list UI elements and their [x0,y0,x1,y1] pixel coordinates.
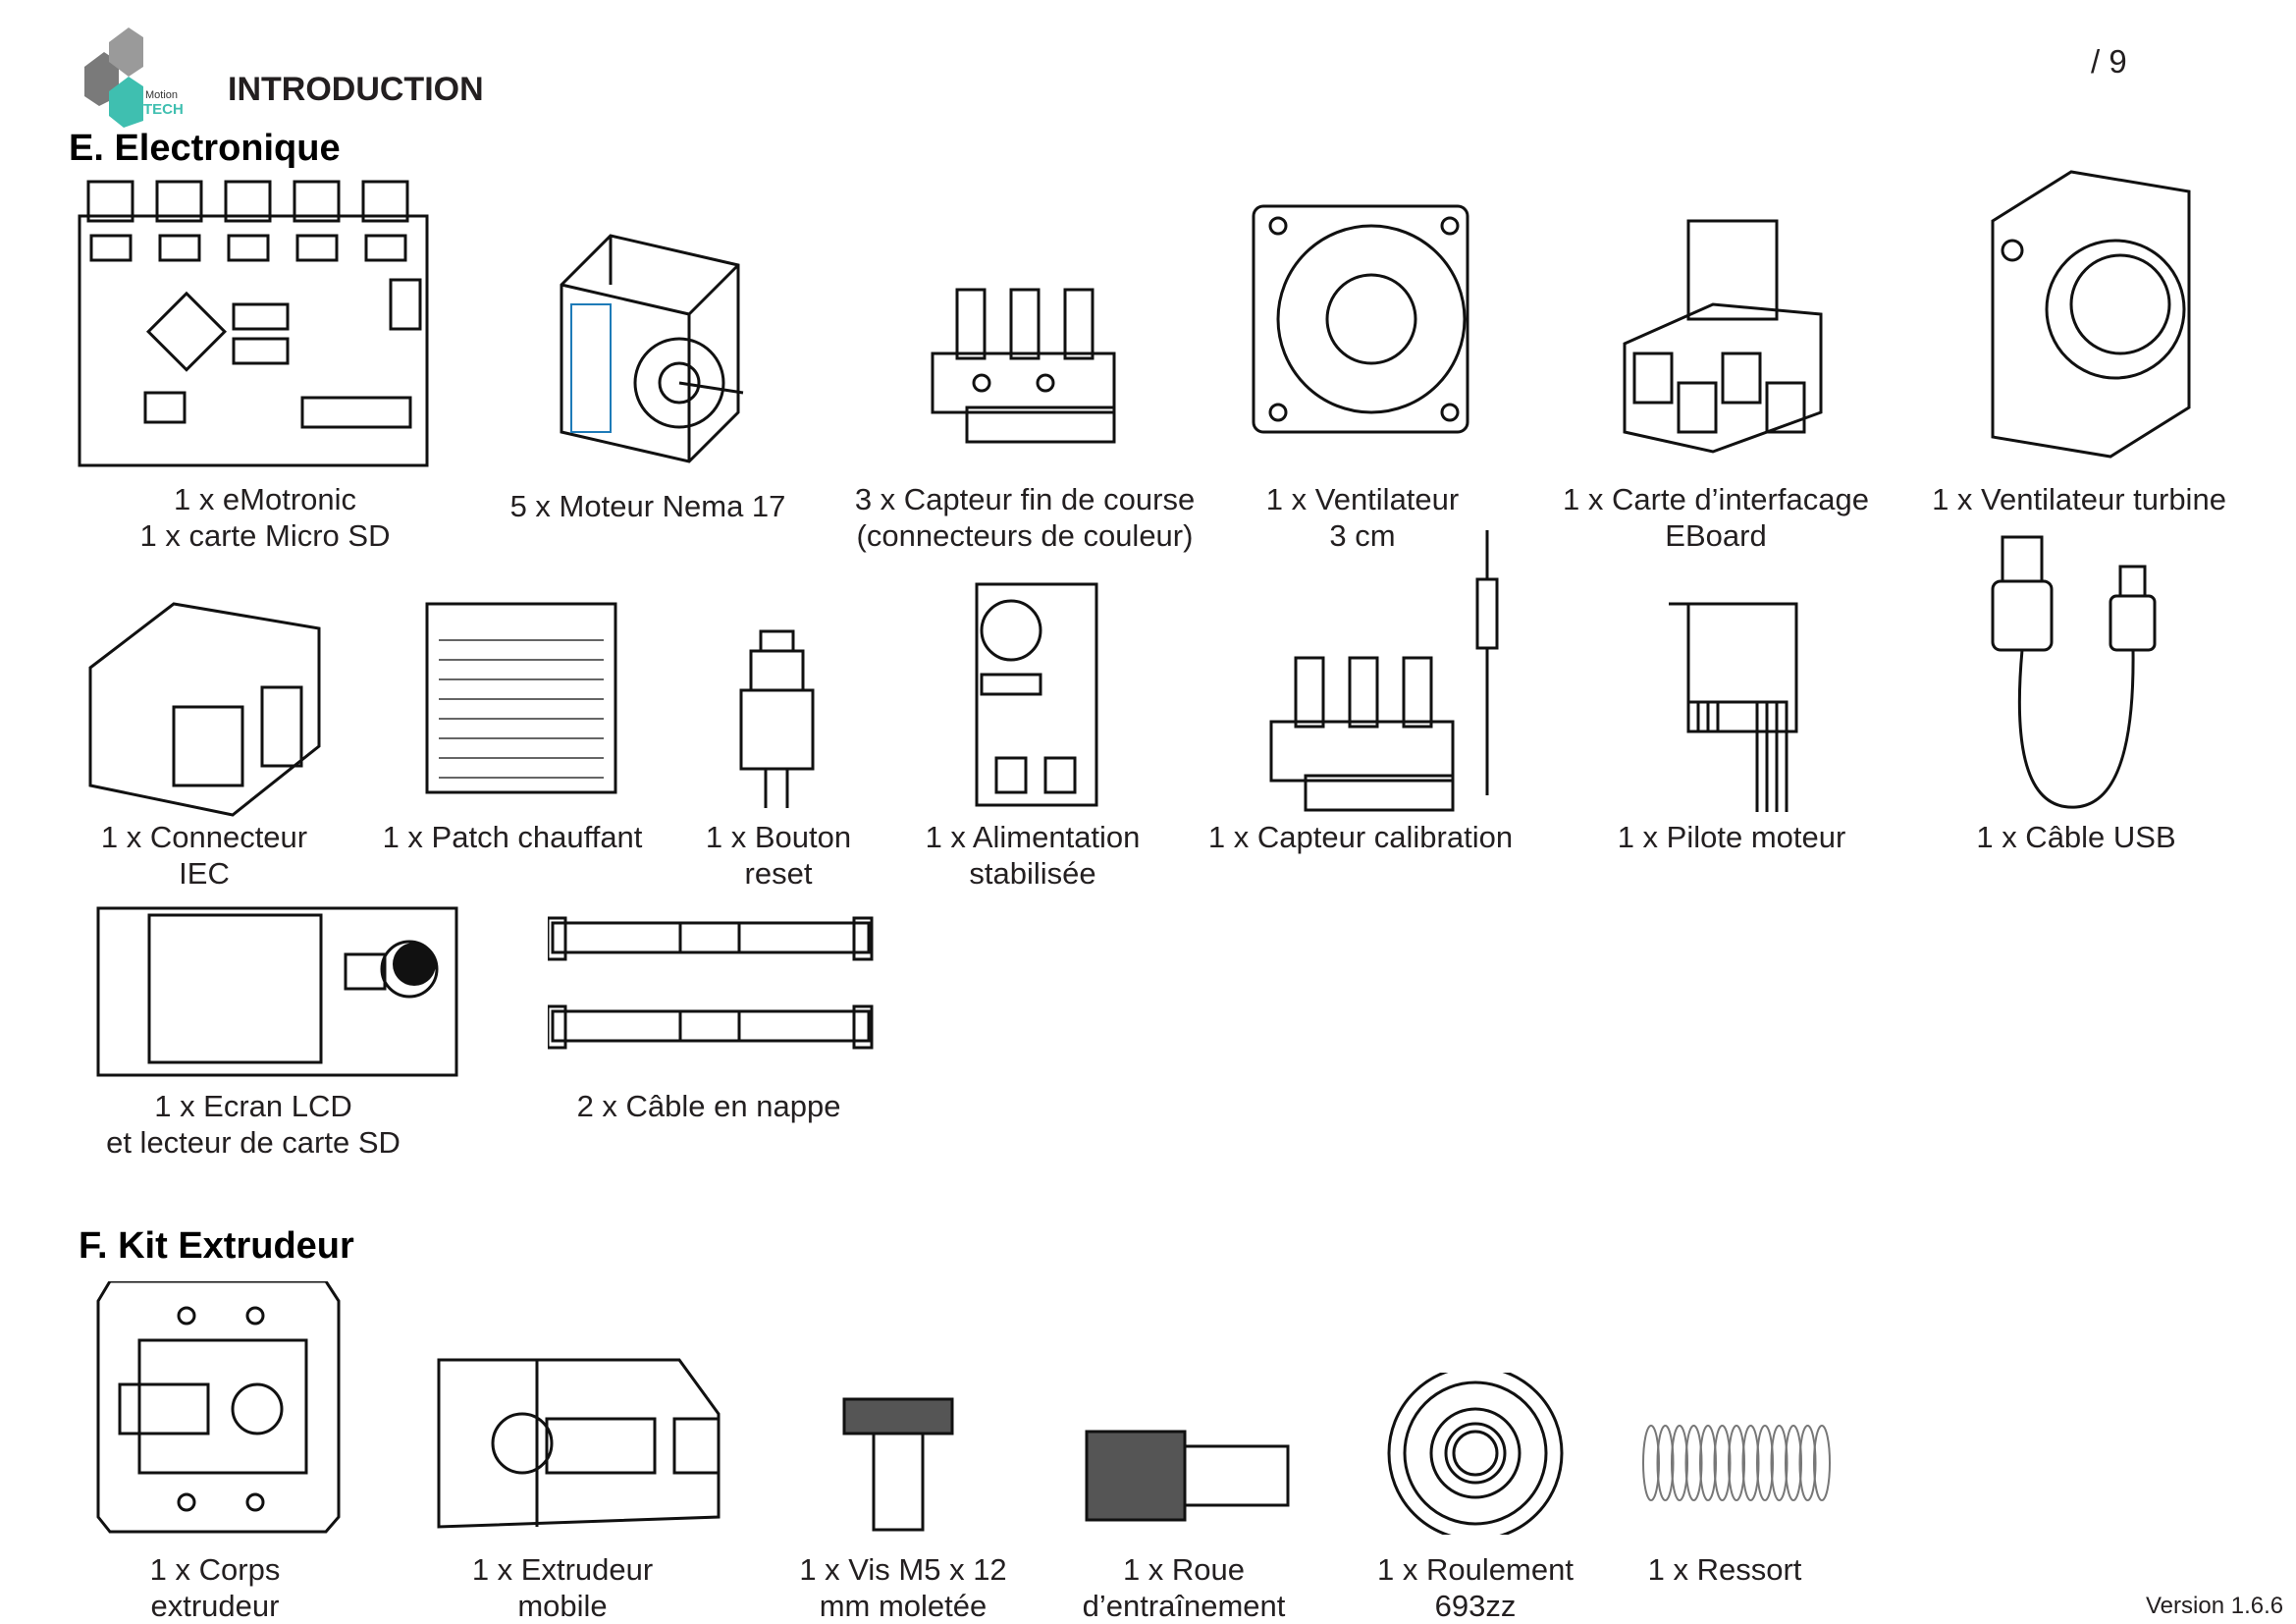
part-label-line: 1 x Ventilateur [1265,482,1460,516]
part-label-line: d’entraînement [1082,1589,1286,1623]
part-label-line: 1 x Capteur calibration [1207,820,1514,854]
interface-board-icon [1623,219,1823,454]
part-label-line: 1 x Ressort [1647,1552,1802,1587]
motor-driver-icon [1669,602,1798,812]
ribbon-cable-icon [548,916,874,1050]
calibration-sensor-icon [1269,530,1499,812]
page-title: INTRODUCTION [228,71,484,108]
part-label-line: 693zz [1434,1589,1517,1623]
part-label-line: 1 x carte Micro SD [139,518,391,553]
part-label-line: 1 x Pilote moteur [1617,820,1846,854]
mobile-extruder-icon [437,1358,721,1529]
bearing-icon [1387,1373,1564,1535]
section-title-electronique: E. Electronique [69,128,341,169]
part-label-line: 1 x Bouton [705,820,852,854]
part-label-line: 1 x Ventilateur turbine [1932,482,2226,516]
part-label-line: 5 x Moteur Nema 17 [509,489,786,523]
spring-icon [1642,1425,1831,1501]
part-label-line: 3 cm [1329,518,1396,553]
svg-text:Motion: Motion [145,89,178,101]
part-label: 1 x Patch chauffant [383,819,643,855]
part-label-line: (connecteurs de couleur) [856,518,1194,553]
part-label: 1 x Ventilateur turbine [1932,481,2226,517]
part-label-line: reset [744,856,813,891]
iec-connector-icon [88,602,321,817]
part-label-line: et lecteur de carte SD [106,1125,400,1160]
part-label: 2 x Câble en nappe [577,1088,841,1124]
part-label: 1 x Câble USB [1976,819,2175,855]
blower-fan-icon [1991,170,2191,459]
part-label-line: mobile [517,1589,608,1623]
part-label-line: 1 x Câble USB [1976,820,2176,854]
lcd-screen-icon [96,906,458,1077]
part-label-line: EBoard [1665,518,1767,553]
part-label-line: 3 x Capteur fin de course [854,482,1196,516]
endstop-switch-icon [931,288,1116,444]
svg-text:TECH: TECH [143,101,184,118]
page-number: / 9 [2091,43,2127,80]
part-label-line: 1 x Alimentation [925,820,1141,854]
drive-wheel-icon [1085,1430,1290,1522]
part-label: 5 x Moteur Nema 17 [510,488,786,524]
part-label-line: 1 x Roue [1122,1552,1246,1587]
stepper-motor-icon [560,234,744,463]
part-label-line: 1 x Ecran LCD [154,1089,352,1123]
part-label: 1 x Ressort [1648,1551,1802,1588]
part-label-line: 1 x Roulement [1377,1552,1574,1587]
part-label-line: mm moletée [819,1589,988,1623]
power-supply-icon [975,582,1098,807]
part-label-line: 1 x Vis M5 x 12 [799,1552,1007,1587]
fan-icon [1252,204,1469,434]
part-label: 1 x Capteur calibration [1208,819,1513,855]
part-label-line: 2 x Câble en nappe [576,1089,841,1123]
part-label-line: 1 x Connecteur [100,820,308,854]
knurled-screw-icon [842,1397,954,1532]
part-label-line: extrudeur [150,1589,280,1623]
heating-patch-icon [425,602,617,794]
part-label: 3 x Capteur fin de course(connecteurs de… [855,481,1195,554]
version-label: Version 1.6.6 [2146,1593,2284,1619]
part-label-line: 1 x eMotronic [173,482,357,516]
reset-button-icon [739,629,815,808]
circuit-board-icon [78,180,429,467]
part-label-line: 1 x Patch chauffant [382,820,643,854]
motion-tech-logo: Motion TECH [84,27,184,128]
part-label-line: stabilisée [969,856,1096,891]
part-label-line: 1 x Extrudeur [471,1552,654,1587]
extruder-body-icon [96,1281,341,1534]
section-title-kit-extrudeur: F. Kit Extrudeur [79,1225,354,1267]
part-label-line: 1 x Corps [149,1552,281,1587]
part-label-line: IEC [179,856,230,891]
usb-cable-icon [1991,535,2157,809]
part-label-line: 1 x Carte d’interfacage [1563,482,1869,516]
part-label: 1 x Pilote moteur [1618,819,1846,855]
